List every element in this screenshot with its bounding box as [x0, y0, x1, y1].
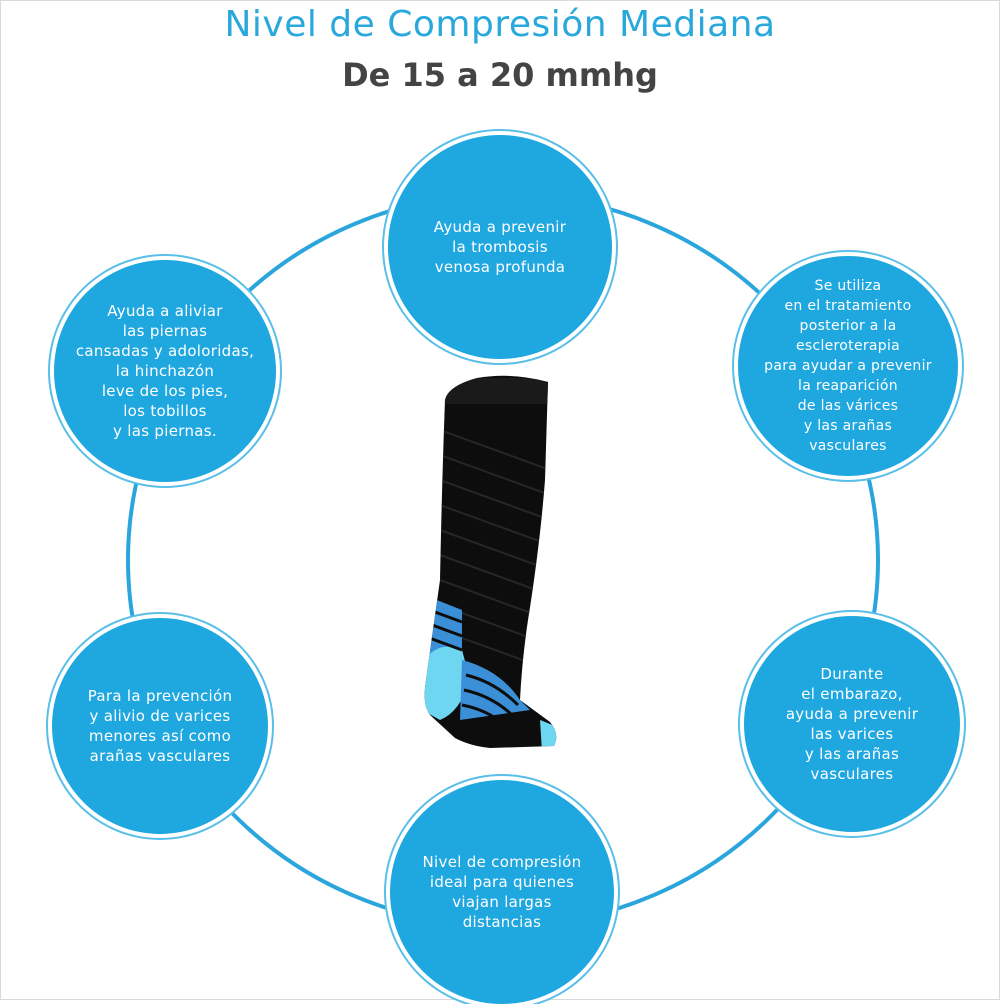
benefit-text: Durante el embarazo, ayuda a prevenir la… — [785, 665, 919, 783]
benefit-bubble-bottom-left: Para la prevención y alivio de varices m… — [52, 618, 268, 834]
page-title: Nivel de Compresión Mediana — [224, 4, 776, 45]
benefit-text: Ayuda a prevenir la trombosis venosa pro… — [433, 218, 567, 276]
page-subtitle: De 15 a 20 mmhg — [342, 56, 658, 94]
benefit-bubble-top-right: Se utiliza en el tratamiento posterior a… — [738, 256, 958, 476]
benefit-bubble-top: Ayuda a prevenir la trombosis venosa pro… — [388, 135, 612, 359]
benefit-text: Para la prevención y alivio de varices m… — [87, 687, 233, 765]
benefit-bubble-bottom-right: Durante el embarazo, ayuda a prevenir la… — [744, 616, 960, 832]
benefit-bubble-bottom: Nivel de compresión ideal para quienes v… — [390, 780, 614, 1004]
compression-sock-icon — [424, 375, 557, 748]
benefit-text: Nivel de compresión ideal para quienes v… — [422, 853, 582, 931]
benefit-bubble-top-left: Ayuda a aliviar las piernas cansadas y a… — [54, 260, 276, 482]
benefit-text: Ayuda a aliviar las piernas cansadas y a… — [75, 302, 255, 440]
benefit-text: Se utiliza en el tratamiento posterior a… — [764, 278, 932, 454]
